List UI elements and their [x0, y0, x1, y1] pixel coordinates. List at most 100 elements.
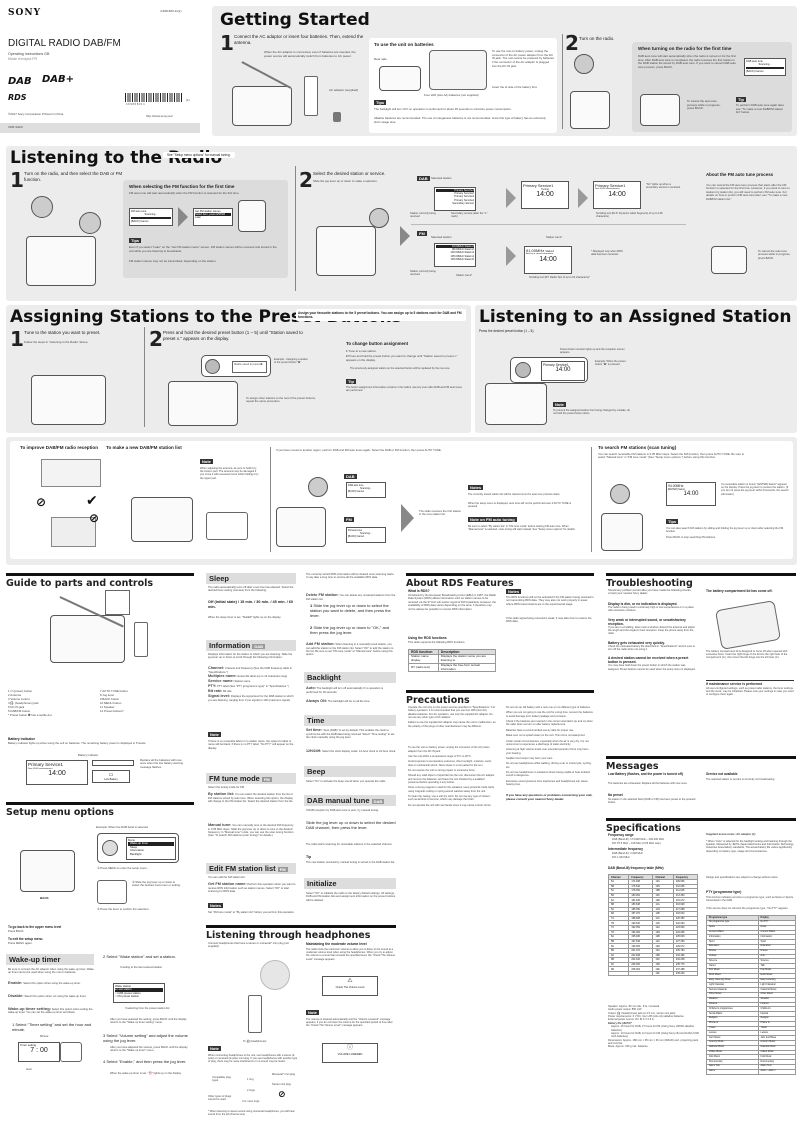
lang-gb: Operating Instructions GB: [8, 52, 50, 56]
change-step-2: 2 Press and hold the preset button you w…: [346, 354, 458, 362]
fmtune-intro: Select the tuning mode for FM.: [208, 786, 245, 789]
prohibited-icon: ⊘: [278, 1090, 286, 1100]
trouble-item: A desired station cannot be received whe…: [608, 656, 696, 671]
menu-item[interactable]: Sleep: [130, 844, 138, 849]
step-1-number: 1: [10, 327, 24, 351]
lights-up-text: Preset button number lights up and the r…: [560, 348, 625, 355]
trouble-question: Very weak or interrupted sound, or unsat…: [608, 617, 686, 626]
fmtune-manual: Manual tune: You can manually tune to th…: [208, 823, 296, 838]
note-badge: Note: [553, 402, 566, 407]
disable-text: Select this option when not using the wa…: [24, 995, 87, 998]
battery-indicator-label: Battery indicator: [78, 753, 99, 757]
precaution-item: Under certain circumstances, especially …: [506, 739, 589, 746]
scroll-rt-note: Scrolling text (RT: Radio Text of up to …: [529, 276, 590, 279]
fm-note-text: Be sure to select "By station list" in "…: [468, 525, 576, 532]
preset-1-button: [205, 359, 220, 374]
station-received-label-fm: Station currently being received: [410, 270, 436, 277]
delete-label: Delete FM station:: [306, 593, 339, 597]
assigned-panel: Listening to an Assigned Station Press t…: [475, 305, 797, 433]
station-received-label: Station currently being received: [410, 212, 436, 219]
list-item[interactable]: Secondary Service: [452, 201, 474, 205]
list-item[interactable]: 105.60MHz Station5: [450, 257, 474, 261]
low-battery-text: The batteries are exhausted. Replace all…: [608, 782, 688, 785]
table-header: Description: [437, 648, 497, 656]
step-2-text: Turn on the radio.: [579, 36, 615, 41]
barcode: [125, 93, 183, 102]
screen-title: FM auto tune: [131, 210, 147, 213]
precaution-item: Do not expose the unit to strong impact …: [408, 768, 476, 772]
precautions-col1: Operate the unit only on the power sourc…: [408, 706, 496, 807]
wakeup-disable: Disable: Select this option when not usi…: [8, 993, 96, 998]
note-text: When adjusting the antenna, be sure to h…: [200, 467, 259, 480]
receives-text: The radio receives the first station in …: [419, 509, 461, 517]
precaution-item: Do not mix an old battery with a new one…: [506, 706, 591, 709]
list-item-selected[interactable]: 91.00MHz Station1: [436, 245, 474, 249]
headphones-note: When connecting headphones to the unit, …: [208, 1054, 298, 1064]
setup-step-3: ③ Press the lever to confirm the selecti…: [97, 907, 150, 911]
list-item[interactable]: Primary Service2: [454, 192, 474, 196]
precaution-item: Make sure not to splash water on the uni…: [506, 734, 586, 738]
list-item[interactable]: Primary Service3: [454, 195, 474, 199]
display-freq: 91.00MHz Station1: [526, 248, 570, 253]
tip-label: Tip: [306, 855, 312, 859]
arrow-right-icon: [506, 188, 516, 208]
step-1-number: 1: [10, 168, 24, 192]
screen-scanning: Scanning...: [360, 532, 372, 535]
minute-label: Minute: [40, 1034, 49, 1038]
jog-closeup: [97, 880, 127, 904]
cover-panel: SONY 4-698-683-11(1) DIGITAL RADIO DAB/F…: [0, 0, 210, 145]
dab-tuning-display: Primary Service1 Tuning 14:00: [521, 181, 569, 209]
precaution-item: Since a strong magnet is used for the sp…: [408, 786, 495, 793]
trouble-item: Display is dim, or no indication is disp…: [608, 602, 696, 613]
assigned-instruction: Press the desired preset button (1 – 5).: [479, 329, 535, 333]
list-item[interactable]: 105.00MHz Station4: [450, 254, 474, 258]
fm-playing-display: 91.00MHz Station1 Artistry in sound info…: [524, 246, 572, 274]
menu-button: [102, 840, 118, 856]
precaution-item: Do not use headphones in situations wher…: [506, 771, 591, 778]
menu-item[interactable]: Information: [130, 848, 144, 853]
wake-option[interactable]: ○ FM preset station: [115, 994, 140, 999]
step-2-number: 2: [149, 327, 163, 351]
tip-badge: Tip: [736, 97, 746, 102]
assigned-title: Listening to an Assigned Station: [479, 307, 792, 327]
delete-step-text: Slide the jog lever up or down to "OK," …: [310, 625, 390, 635]
precaution-item: Batteries have a recommended use-by date…: [506, 728, 574, 732]
new-list-title: To make a new DAB/FM station list: [106, 445, 182, 450]
list-item[interactable]: 100.00MHz Station3: [450, 251, 474, 255]
note-badge: Note: [208, 732, 221, 737]
sony-url[interactable]: http://www.sony.net/: [146, 114, 173, 118]
menu-item-selected[interactable]: Wake-up timer: [128, 841, 174, 846]
lowered-message: VOLUME LOWERED: [337, 1052, 363, 1056]
part-2: 2 Antenna: [8, 692, 22, 697]
divider: [270, 447, 271, 552]
power-button-closeup: [31, 196, 53, 218]
insert-text: Insert the ⊖ side of the battery first.: [492, 85, 538, 89]
delete-step-1: 1 Slide the jog lever up or down to sele…: [310, 603, 391, 618]
fm-first-text: FM auto tune will start automatically wh…: [129, 191, 240, 195]
list-item[interactable]: Primary Service4: [454, 198, 474, 202]
dab-badge: DAB: [371, 799, 385, 804]
warning-icon: ⚠: [347, 978, 353, 984]
setting-text: Select this option when setting the wake…: [8, 1008, 93, 1015]
wake-option[interactable]: ○ DAB preset station: [115, 990, 141, 995]
list-item[interactable]: 98.00MHz Station2: [451, 248, 474, 252]
wake-option-selected[interactable]: ● Last station: [115, 987, 163, 992]
part-number: 4-698-683-11(1): [160, 9, 182, 13]
headphones-intro: Connect headphones that have a stereo or…: [208, 942, 289, 949]
radio-scan-illustration: [601, 513, 643, 551]
display-time: 14:00: [48, 770, 66, 778]
step-2-number: 2: [299, 168, 313, 192]
no-preset-text: No station in the selected band (DAB or …: [608, 798, 696, 805]
ac-note: When the AC adaptor is connected, even i…: [264, 50, 356, 58]
first-time-title: When turning on the radio for the first …: [638, 46, 732, 51]
improve-title: To improve DAB/FM radio reception: [20, 445, 99, 450]
table-cell: Alarm: [706, 1068, 759, 1075]
part-8: 8 Jog lever: [100, 692, 115, 697]
menu-item[interactable]: Backlight: [130, 851, 142, 856]
display-enter: [ENTER] Select: [668, 488, 685, 492]
selected-station-label: Selected station: [431, 176, 452, 180]
list-item-selected[interactable]: Primary Service1: [436, 189, 474, 193]
rds-using-text: This radio supports the following RDS fu…: [408, 641, 466, 644]
